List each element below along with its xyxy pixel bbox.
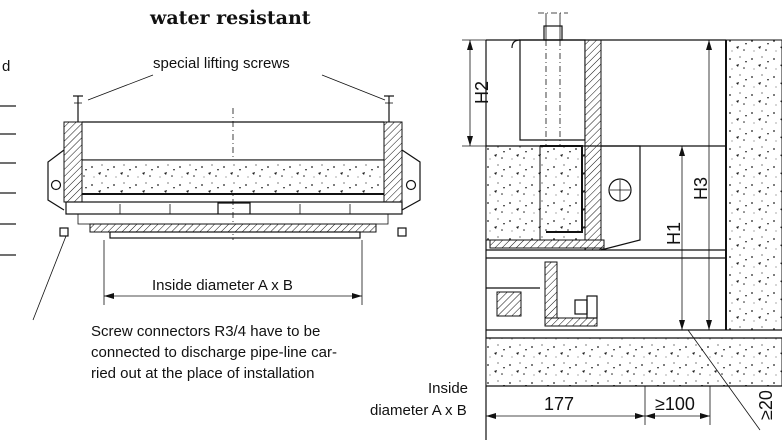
dimension-20: ≥20	[756, 390, 776, 420]
inside-diameter-label-section-2: diameter A x B	[370, 402, 467, 419]
dimension-h3: H3	[691, 177, 711, 200]
screw-note-line-3: ried out at the place of installation	[91, 365, 314, 382]
inside-diameter-label-section-1: Inside	[428, 380, 468, 397]
front-view-drawing: special lifting screws	[32, 55, 421, 321]
inside-diameter-label-front: Inside diameter A x B	[152, 277, 293, 294]
dimension-177: 177	[544, 394, 574, 414]
dimension-h1: H1	[664, 222, 684, 245]
dimension-h2: H2	[472, 81, 492, 104]
lifting-screws-label: special lifting screws	[153, 55, 290, 72]
cut-off-label: d	[2, 58, 10, 75]
cut-off-list-lines	[0, 105, 16, 256]
section-view-drawing	[462, 12, 782, 440]
screw-note-line-2: connected to discharge pipe-line car-	[91, 344, 337, 361]
dimension-100: ≥100	[655, 394, 695, 414]
screw-note-line-1: Screw connectors R3/4 have to be	[91, 323, 320, 340]
page-heading: water resistant	[149, 7, 311, 29]
lifting-screw-right	[384, 95, 394, 122]
lifting-screw-left	[73, 95, 83, 122]
